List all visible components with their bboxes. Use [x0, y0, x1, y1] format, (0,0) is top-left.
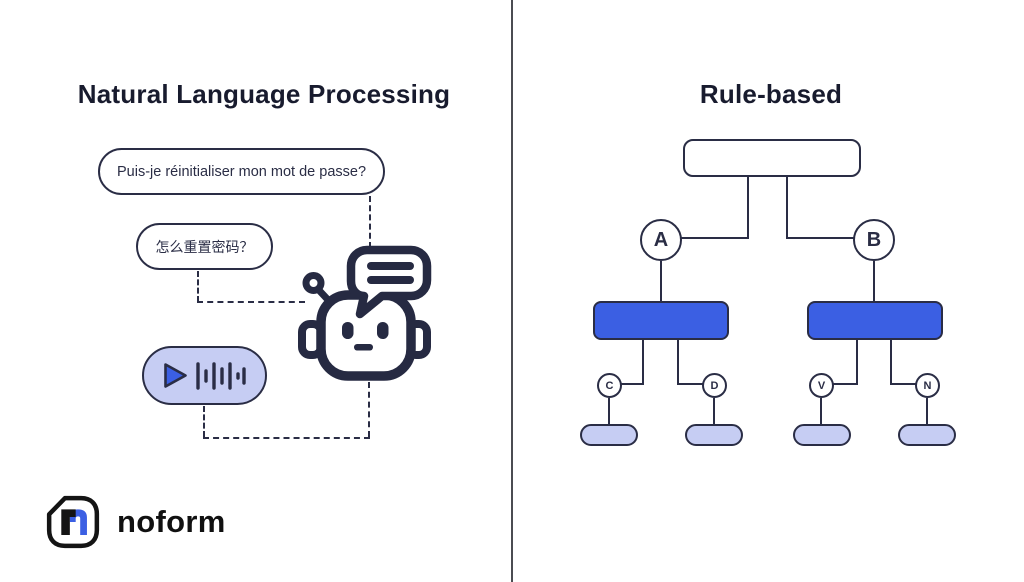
edge-blue-right-1 — [856, 340, 858, 385]
tree-box-blue-right — [807, 301, 943, 340]
tree-node-b: B — [853, 219, 895, 261]
edge-d-leaf — [713, 398, 715, 424]
robot-eye-left — [342, 322, 354, 339]
leaf-box-n — [898, 424, 956, 446]
brand-lockup: noform — [46, 495, 226, 549]
leaf-box-c — [580, 424, 638, 446]
edge-to-node-v — [833, 383, 858, 385]
edge-blue-right-2 — [890, 340, 892, 385]
tree-node-n: N — [915, 373, 940, 398]
noform-logo-icon — [46, 495, 100, 549]
edge-to-node-n — [890, 383, 917, 385]
robot-antenna-ball — [302, 272, 325, 294]
node-a-label: A — [653, 228, 669, 251]
chatbot-icon — [298, 245, 432, 381]
node-v-label: V — [817, 379, 826, 392]
connector-french-to-robot — [369, 196, 371, 248]
panel-divider — [511, 0, 513, 582]
edge-root-left — [747, 177, 749, 239]
play-icon — [163, 363, 187, 388]
edge-root-right — [786, 177, 788, 239]
connector-robot-bottom — [368, 382, 370, 437]
tree-node-v: V — [809, 373, 834, 398]
leaf-box-d — [685, 424, 743, 446]
edge-v-leaf — [820, 398, 822, 424]
node-n-label: N — [923, 379, 932, 392]
chat-bubble-french-text: Puis-je réinitialiser mon mot de passe? — [116, 163, 367, 180]
tree-root-box — [683, 139, 861, 177]
connector-voice-horizontal — [203, 437, 370, 439]
edge-b-down — [873, 261, 875, 301]
edge-c-leaf — [608, 398, 610, 424]
tree-node-d: D — [702, 373, 727, 398]
node-d-label: D — [710, 379, 719, 392]
node-c-label: C — [605, 379, 614, 392]
tree-box-blue-left — [593, 301, 729, 340]
node-b-label: B — [866, 228, 882, 251]
edge-n-leaf — [926, 398, 928, 424]
voice-message-pill — [142, 346, 267, 405]
robot-mouth — [354, 344, 373, 351]
edge-to-node-a — [681, 237, 749, 239]
chat-bubble-chinese: 怎么重置密码？ — [136, 223, 273, 270]
nlp-title: Natural Language Processing — [77, 79, 451, 109]
leaf-box-v — [793, 424, 851, 446]
robot-eye-right — [377, 322, 389, 339]
edge-blue-left-1 — [642, 340, 644, 385]
edge-to-node-b — [786, 237, 855, 239]
tree-node-a: A — [640, 219, 682, 261]
edge-to-node-c — [620, 383, 644, 385]
noform-logo-text: noform — [117, 504, 226, 539]
connector-chinese-to-antenna — [197, 301, 305, 303]
rule-based-title: Rule-based — [699, 79, 843, 109]
chat-bubble-french: Puis-je réinitialiser mon mot de passe? — [98, 148, 385, 195]
connector-voice-vertical — [203, 406, 205, 437]
chat-bubble-chinese-text: 怎么重置密码？ — [155, 238, 254, 255]
edge-a-down — [660, 261, 662, 301]
waveform-icon — [195, 361, 246, 390]
edge-to-node-d — [677, 383, 704, 385]
connector-chinese-vertical — [197, 271, 199, 302]
edge-blue-left-2 — [677, 340, 679, 385]
tree-node-c: C — [597, 373, 622, 398]
